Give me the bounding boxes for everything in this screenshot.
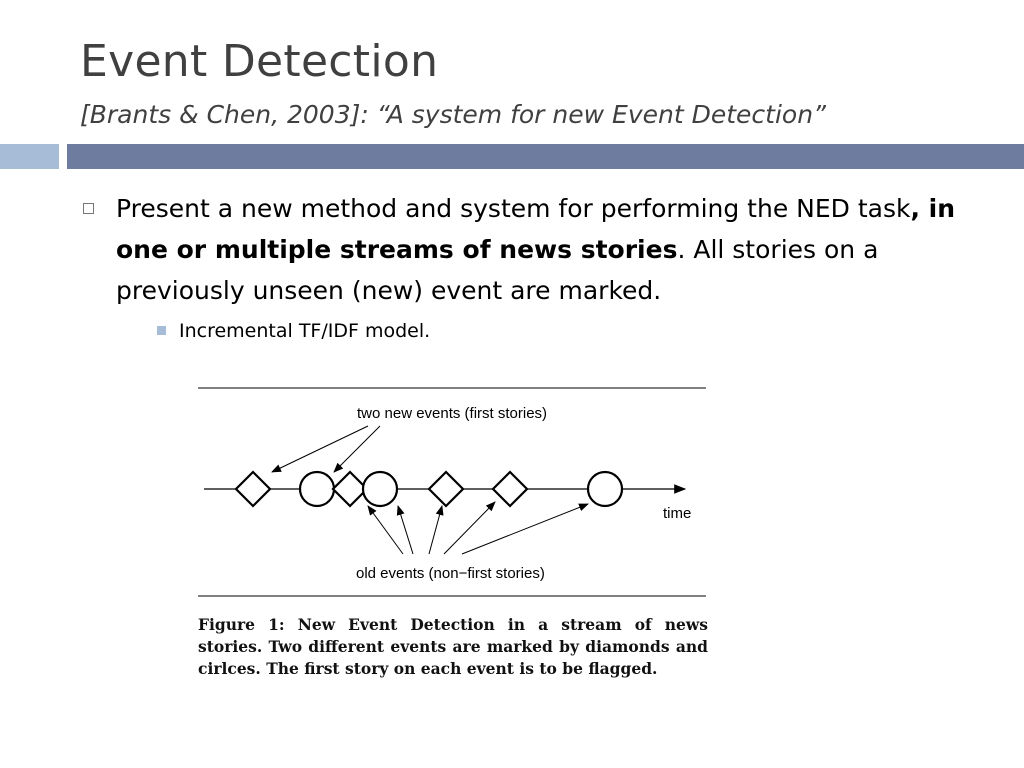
circle-marker <box>361 470 399 508</box>
bullet-sub-text: Incremental TF/IDF model. <box>179 320 431 342</box>
label-new-events: two new events (first stories) <box>357 405 547 422</box>
old-event-arrow-5 <box>461 503 589 555</box>
figure-caption: Figure 1: New Event Detection in a strea… <box>198 615 708 678</box>
bullet-main-text: Present a new method and system for perf… <box>116 188 973 311</box>
diamond-marker <box>491 470 529 508</box>
bullet-main-part2: . All stories on a previously unseen (ne… <box>116 235 879 305</box>
bullet-sub: Incremental TF/IDF model. <box>157 320 430 342</box>
label-old-events: old events (non−first stories) <box>356 565 545 582</box>
diamond-marker <box>234 470 272 508</box>
filled-square-bullet-icon <box>157 326 166 335</box>
circle-marker <box>298 470 336 508</box>
bullet-main-part1: Present a new method and system for perf… <box>116 194 911 223</box>
bullet-main-bold: , in one or multiple streams of news sto… <box>116 194 956 264</box>
hollow-square-bullet-icon <box>83 203 94 214</box>
label-time: time <box>663 505 691 522</box>
slide-title: Event Detection <box>80 36 439 87</box>
old-event-arrow-4 <box>443 501 496 555</box>
new-event-arrow-1 <box>271 425 369 473</box>
old-event-arrow-1 <box>367 505 404 555</box>
slide-subtitle: [Brants & Chen, 2003]: “A system for new… <box>80 100 826 129</box>
circle-marker <box>586 470 624 508</box>
new-event-arrow-2 <box>333 425 381 473</box>
header-bar <box>67 144 1024 169</box>
old-event-arrow-2 <box>396 505 414 555</box>
bullet-main: Present a new method and system for perf… <box>83 188 973 311</box>
event-stream-figure: two new events (first stories) time old … <box>198 387 706 597</box>
diamond-marker <box>427 470 465 508</box>
old-event-arrow-3 <box>428 505 444 555</box>
diamond-marker <box>331 470 369 508</box>
header-bar-accent <box>0 144 59 169</box>
